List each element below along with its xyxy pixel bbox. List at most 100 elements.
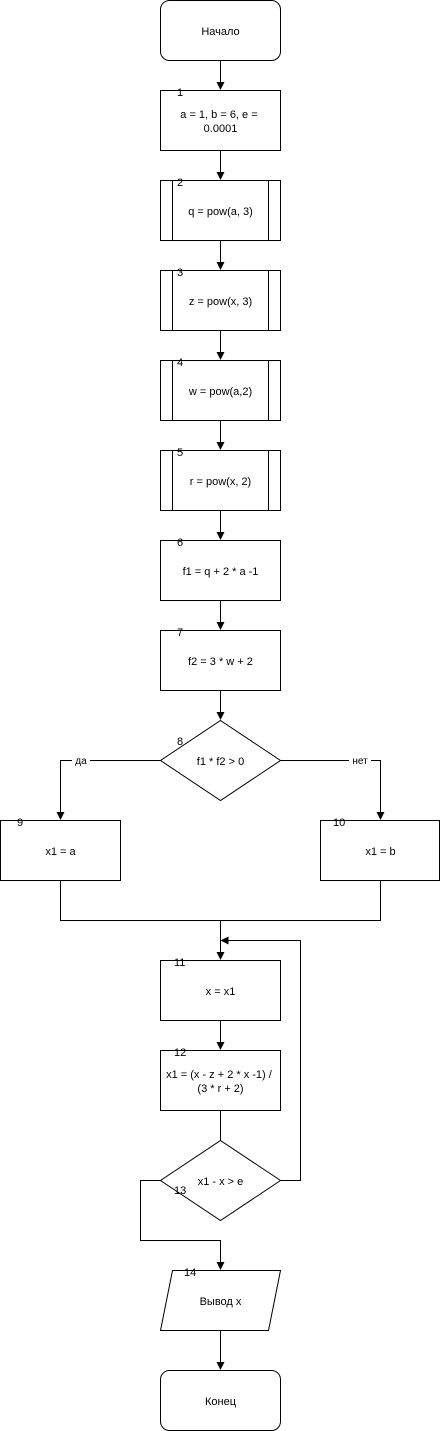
arrowhead bbox=[220, 936, 229, 945]
edge-label-bg bbox=[349, 754, 371, 766]
io-shape bbox=[159, 1270, 282, 1331]
node-8-label: f1 * f2 > 0 bbox=[197, 756, 244, 768]
arrowhead bbox=[216, 262, 225, 270]
start-label: Начало bbox=[201, 26, 239, 38]
subroutine-node-2: 2 q = pow(a, 3) bbox=[160, 177, 281, 241]
edge-10-to-merge bbox=[220, 880, 381, 921]
edge-label-yes: да bbox=[75, 756, 87, 767]
node-number: 13 bbox=[174, 1185, 186, 1197]
end-label: Конец bbox=[205, 1396, 237, 1408]
node-10-label-line: x1 = b bbox=[365, 846, 395, 858]
decision-node-13: 13 x1 - x > e bbox=[159, 1139, 282, 1222]
decision-shape bbox=[159, 1139, 282, 1222]
process-node-1: 1 a = 1, b = 6, e = 0.0001 bbox=[160, 87, 281, 151]
edge-9-to-merge bbox=[60, 880, 221, 921]
node-number: 7 bbox=[177, 627, 183, 639]
process-shape bbox=[160, 960, 281, 1021]
subroutine-shape bbox=[160, 450, 281, 511]
decision-node-8: 8 f1 * f2 > 0 bbox=[159, 719, 282, 802]
node-number: 9 bbox=[17, 817, 23, 829]
node-9-label: x1 = a bbox=[45, 846, 76, 858]
node-number: 2 bbox=[177, 177, 183, 189]
node-number: 10 bbox=[333, 817, 345, 829]
node-number: 8 bbox=[177, 736, 183, 748]
node-13-label: x1 - x > e bbox=[198, 1176, 244, 1188]
node-12-label: x1 = (x - z + 2 * x -1) / (3 * r + 2) bbox=[166, 1069, 275, 1095]
node-14-label-line: Вывод x bbox=[200, 1296, 242, 1308]
node-9-label-line: x1 = a bbox=[45, 846, 76, 858]
node-number: 3 bbox=[177, 267, 183, 279]
subroutine-node-5: 5 r = pow(x, 2) bbox=[160, 447, 281, 511]
arrowhead bbox=[216, 952, 225, 960]
subroutine-shape bbox=[160, 360, 281, 421]
arrowhead bbox=[216, 712, 225, 720]
arrowhead bbox=[216, 172, 225, 180]
edge-13-to-14 bbox=[140, 1180, 221, 1263]
node-1-label-line: a = 1, b = 6, e = bbox=[180, 109, 257, 121]
start-label-line: Начало bbox=[201, 26, 239, 38]
arrowhead bbox=[216, 622, 225, 630]
edge-labels: да нет bbox=[72, 754, 371, 767]
node-number: 4 bbox=[177, 357, 183, 369]
edge-8-yes-to-9 bbox=[60, 760, 161, 813]
node-5-label-line: r = pow(x, 2) bbox=[190, 476, 251, 488]
process-shape bbox=[160, 630, 281, 691]
node-6-label: f1 = q + 2 * a -1 bbox=[183, 566, 259, 578]
arrowhead bbox=[216, 442, 225, 450]
end-label-line: Конец bbox=[205, 1396, 237, 1408]
process-shape bbox=[160, 1050, 281, 1111]
process-node-9: 9 x1 = a bbox=[0, 817, 121, 881]
node-3-label: z = pow(x, 3) bbox=[189, 296, 252, 308]
process-node-11: 11 x = x1 bbox=[160, 957, 281, 1021]
node-number: 5 bbox=[177, 447, 183, 459]
node-6-label-line: f1 = q + 2 * a -1 bbox=[183, 566, 259, 578]
edge-label-bg bbox=[72, 754, 90, 766]
edge-8-no-to-10 bbox=[280, 760, 381, 813]
arrowhead bbox=[216, 1262, 225, 1270]
node-4-label: w = pow(a,2) bbox=[188, 386, 252, 398]
node-13-label-line: x1 - x > e bbox=[198, 1176, 244, 1188]
arrowhead bbox=[216, 1042, 225, 1050]
subroutine-shape bbox=[160, 180, 281, 241]
subroutine-node-4: 4 w = pow(a,2) bbox=[160, 357, 281, 421]
arrowhead bbox=[216, 1362, 225, 1370]
process-shape bbox=[160, 540, 281, 601]
node-4-label-line: w = pow(a,2) bbox=[188, 386, 252, 398]
node-1-label-line: 0.0001 bbox=[204, 123, 238, 135]
terminator-shape bbox=[160, 0, 281, 61]
node-2-label: q = pow(a, 3) bbox=[188, 206, 253, 218]
start-terminator: Начало bbox=[160, 0, 281, 61]
node-number: 1 bbox=[177, 87, 183, 99]
decision-shape bbox=[159, 719, 282, 802]
node-5-label: r = pow(x, 2) bbox=[190, 476, 251, 488]
node-12-label-line: (3 * r + 2) bbox=[197, 1083, 243, 1095]
node-8-label-line: f1 * f2 > 0 bbox=[197, 756, 244, 768]
node-number: 6 bbox=[177, 537, 183, 549]
arrowhead bbox=[216, 532, 225, 540]
arrowhead bbox=[376, 812, 385, 820]
node-number: 14 bbox=[184, 1267, 196, 1279]
process-node-6: 6 f1 = q + 2 * a -1 bbox=[160, 537, 281, 601]
node-11-label-line: x = x1 bbox=[206, 986, 236, 998]
io-node-14: 14 Вывод x bbox=[159, 1267, 282, 1331]
arrowhead bbox=[216, 352, 225, 360]
process-shape bbox=[320, 820, 440, 881]
process-node-7: 7 f2 = 3 * w + 2 bbox=[160, 627, 281, 691]
process-node-12: 12 x1 = (x - z + 2 * x -1) / (3 * r + 2) bbox=[160, 1047, 281, 1111]
arrowhead bbox=[216, 82, 225, 90]
edge-label-no: нет bbox=[352, 756, 368, 767]
node-number: 12 bbox=[174, 1047, 186, 1059]
node-3-label-line: z = pow(x, 3) bbox=[189, 296, 252, 308]
node-7-label: f2 = 3 * w + 2 bbox=[188, 656, 253, 668]
node-2-label-line: q = pow(a, 3) bbox=[188, 206, 253, 218]
subroutine-shape bbox=[160, 270, 281, 331]
arrowhead bbox=[56, 812, 65, 820]
process-node-10: 10 x1 = b bbox=[320, 817, 440, 881]
node-14-label: Вывод x bbox=[200, 1296, 242, 1308]
edge-13-loop-back bbox=[228, 940, 301, 1181]
end-terminator: Конец bbox=[160, 1370, 281, 1431]
node-12-label-line: x1 = (x - z + 2 * x -1) / bbox=[166, 1069, 273, 1081]
node-11-label: x = x1 bbox=[206, 986, 236, 998]
node-1-label: a = 1, b = 6, e = 0.0001 bbox=[180, 109, 260, 135]
